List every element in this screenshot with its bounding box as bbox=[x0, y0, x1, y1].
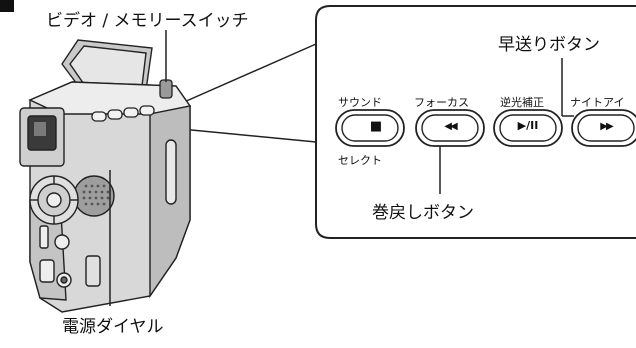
label-fast-forward-button: 早送りボタン bbox=[498, 35, 600, 55]
rewind-symbol-icon: ◀◀ bbox=[444, 121, 457, 132]
callout-button-0 bbox=[335, 109, 405, 147]
corner-marker bbox=[0, 0, 14, 12]
stop-symbol-icon: ■ bbox=[369, 119, 383, 134]
label-video-memory-switch: ビデオ / メモリースイッチ bbox=[46, 11, 249, 31]
power-dial bbox=[29, 175, 79, 225]
button-label-0: サウンド bbox=[338, 96, 382, 109]
label-power-dial: 電源ダイヤル bbox=[62, 317, 164, 337]
button-sublabel-0: セレクト bbox=[338, 154, 382, 167]
button-label-2: 逆光補正 bbox=[500, 96, 544, 109]
button-label-3: ナイトアイ bbox=[570, 96, 625, 109]
fast-forward-symbol-icon: ▶▶ bbox=[600, 121, 613, 132]
label-rewind-button: 巻戻しボタン bbox=[372, 203, 474, 223]
callout-button-2 bbox=[493, 109, 563, 147]
camera-top-buttons bbox=[91, 105, 155, 122]
callout-button-3 bbox=[571, 109, 636, 147]
callout-button-1 bbox=[415, 109, 485, 147]
video-memory-switch bbox=[159, 79, 173, 99]
speaker-grille bbox=[82, 184, 110, 206]
button-label-1: フォーカス bbox=[414, 96, 469, 109]
play-pause-symbol-icon: ▶/II bbox=[517, 119, 539, 132]
